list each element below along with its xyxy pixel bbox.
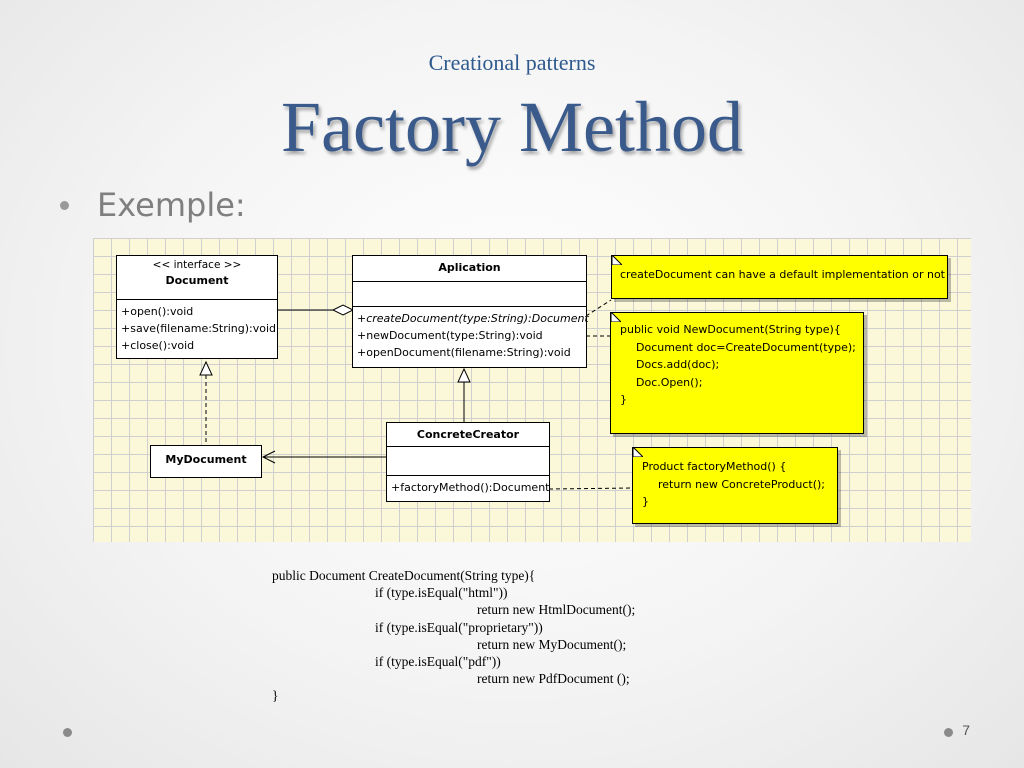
slide-subtitle: Creational patterns [428,50,596,75]
application-attributes [353,282,586,307]
note-text: createDocument can have a default implem… [620,268,945,281]
slide-dot-icon [63,728,72,737]
note-factory-method: Product factoryMethod() { return new Con… [632,447,838,524]
realization-arrow-icon [199,360,213,376]
application-op: +createDocument(type:String):Document [357,312,589,325]
code-line: } [272,688,279,704]
note-fold-icon [611,312,621,322]
note-line: } [620,393,627,406]
class-my-document: MyDocument [150,445,262,478]
note-fold-icon [612,255,622,265]
code-line: return new HtmlDocument(); [477,602,636,618]
aggregation-diamond-icon [331,304,355,316]
note-line: Doc.Open(); [636,375,703,389]
concrete-creator-op: +factoryMethod():Document [391,481,550,494]
bullet-text: Exemple: [97,186,246,224]
code-line: if (type.isEqual("html")) [375,585,508,601]
document-op: +save(filename:String):void [121,322,277,335]
note-line: public void NewDocument(String type){ [620,323,841,336]
document-op: +open():void [121,305,194,318]
application-op: +openDocument(filename:String):void [357,346,571,359]
note-line: Document doc=CreateDocument(type); [636,340,856,354]
note-line: Docs.add(doc); [636,358,720,371]
bullet-item: Exemple: [60,186,246,224]
code-line: return new MyDocument(); [477,636,627,652]
note-line: return new ConcreteProduct(); [658,477,825,491]
note-new-document: public void NewDocument(String type){ Do… [610,312,864,434]
page-number: 7 [962,722,970,738]
note-line: } [642,495,649,508]
concrete-creator-attributes [387,447,549,476]
diagram-connectors [199,299,634,490]
note-default-implementation: createDocument can have a default implem… [611,255,948,299]
application-name: Aplication [438,261,501,274]
class-document: << interface >> Document +open():void +s… [116,255,278,359]
creates-arrow-icon [261,450,276,464]
code-block: public Document CreateDocument(String ty… [272,567,635,705]
application-op: +newDocument(type:String):void [357,329,543,342]
class-concrete-creator: ConcreteCreator +factoryMethod():Documen… [386,422,550,502]
bullet-dot-icon [60,200,69,210]
uml-diagram: << interface >> Document +open():void +s… [93,238,971,542]
my-document-name: MyDocument [165,453,247,466]
code-line: public Document CreateDocument(String ty… [272,568,536,583]
slide-title: Factory Method [281,87,743,167]
note-fold-icon [633,447,643,457]
concrete-creator-name: ConcreteCreator [416,428,520,441]
document-name: Document [165,274,229,287]
note-line: Product factoryMethod() { [642,460,787,473]
code-line: if (type.isEqual("proprietary")) [375,619,543,635]
slide-dot-icon [944,728,953,737]
code-line: if (type.isEqual("pdf")) [375,654,501,670]
note-anchor-1 [585,299,612,317]
note-anchor-3 [548,487,634,490]
document-stereotype: << interface >> [152,259,242,271]
code-line: return new PdfDocument (); [477,671,630,687]
class-application: Aplication +createDocument(type:String):… [352,255,589,368]
inheritance-arrow-icon [457,367,471,383]
document-op: +close():void [121,339,195,352]
